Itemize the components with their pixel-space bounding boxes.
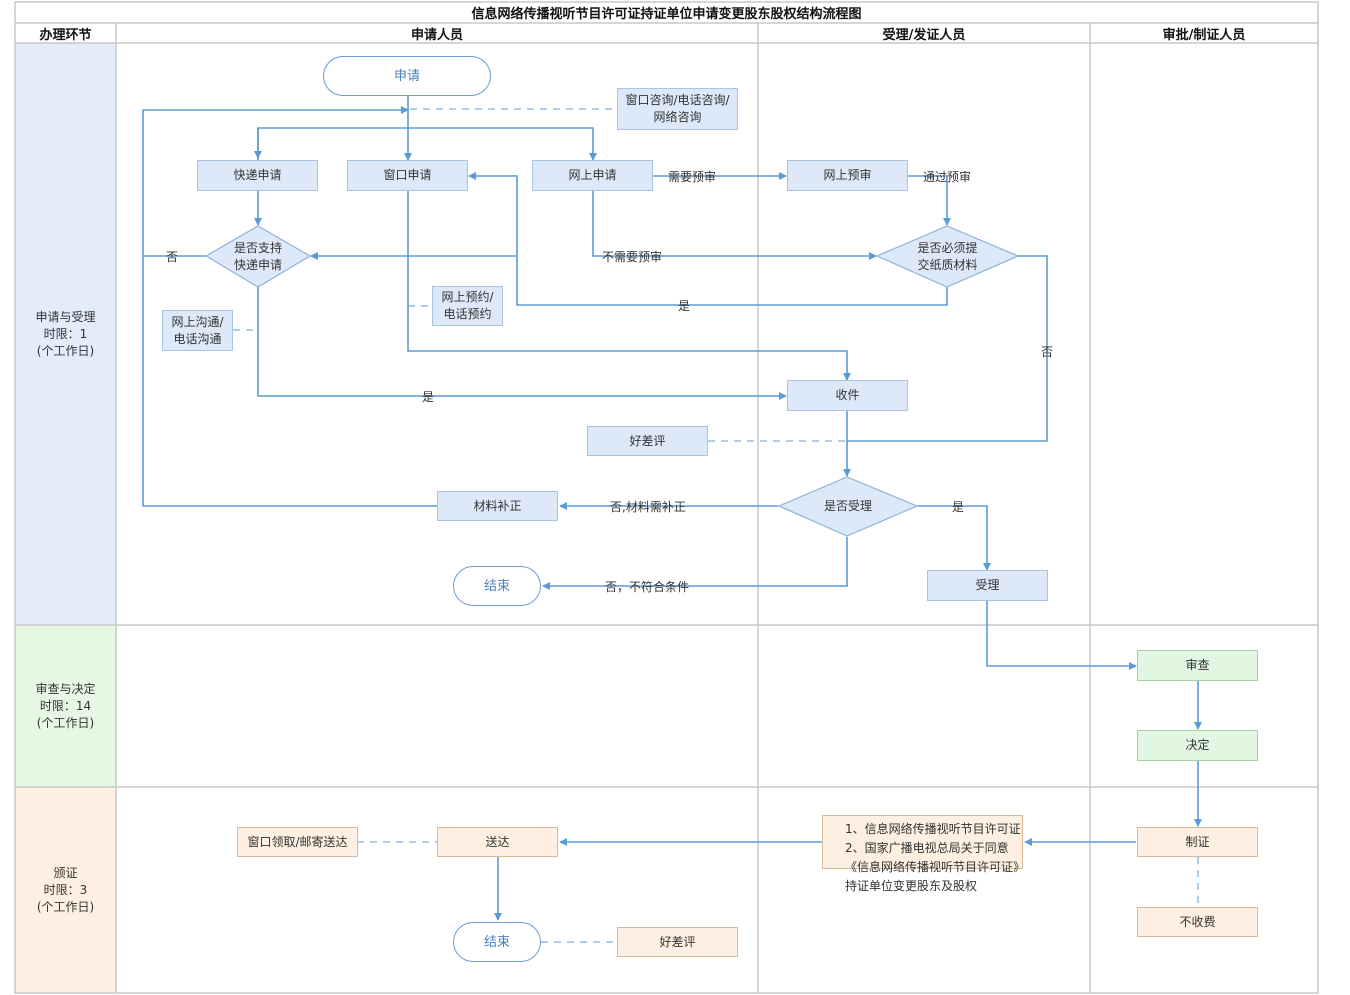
consult-box: 窗口咨询/电话咨询/ 网络咨询: [617, 88, 738, 130]
paper-required-label: 是否必须提 交纸质材料: [917, 240, 978, 272]
diamond-accept-decision: [777, 476, 919, 537]
edge-label-need-precheck: 需要预审: [668, 170, 717, 184]
online-apply-box: 网上申请: [532, 160, 653, 191]
column-header-approver: 审批/制证人员: [1162, 27, 1246, 43]
decide-box: 决定: [1137, 730, 1258, 761]
edge-label-pass-precheck: 通过预审: [923, 170, 972, 184]
online-appointment-box: 网上预约/ 电话预约: [432, 286, 503, 326]
lane-label-apply: 申请与受理 时限：1 (个工作日): [35, 309, 96, 358]
express-apply-box: 快递申请: [197, 160, 318, 191]
result-documents-box: 1、信息网络传播视听节目许可证 2、国家广播电视总局关于同意《信息网络传播视听节…: [822, 815, 1023, 893]
lane-label-certificate: 颁证 时限：3 (个工作日): [36, 865, 95, 914]
window-apply-box: 窗口申请: [347, 160, 468, 191]
rating-box-1: 好差评: [587, 426, 708, 456]
lane-label-review: 审查与决定 时限：14 (个工作日): [35, 681, 96, 730]
page-title: 信息网络传播视听节目许可证持证单位申请变更股东股权结构流程图: [471, 7, 862, 22]
deliver-box: 送达: [437, 827, 558, 857]
accept-decision-label: 是否受理: [823, 499, 872, 513]
column-header-applicant: 申请人员: [410, 27, 463, 43]
lane-bg-review: [15, 625, 116, 787]
make-certificate-box: 制证: [1137, 827, 1258, 857]
review-box: 审查: [1137, 650, 1258, 681]
column-header-stage: 办理环节: [39, 27, 92, 43]
online-communication-box: 网上沟通/ 电话沟通: [162, 310, 233, 351]
rating-box-2: 好差评: [617, 927, 738, 957]
lane-bg-certificate: [15, 787, 116, 993]
edge-label-no-express: 否: [166, 250, 179, 264]
edge-label-yes-paper: 是: [678, 299, 691, 313]
edge-label-no-precheck: 不需要预审: [602, 250, 663, 264]
edge-label-yes-accept: 是: [952, 500, 965, 514]
accept-box: 受理: [927, 570, 1048, 601]
edge-label-need-supplement: 否,材料需补正: [610, 500, 686, 514]
edge-label-no-paper: 否: [1041, 345, 1054, 359]
express-supported-label: 是否支持 快递申请: [233, 240, 282, 272]
diamond-paper-required: [875, 225, 1020, 288]
edge-label-yes-express: 是: [422, 390, 435, 404]
edge-label-not-qualified: 否，不符合条件: [605, 580, 690, 594]
lane-bg-apply: [15, 43, 116, 625]
diamond-express-supported: [204, 225, 312, 288]
end-terminal-2: 结束: [453, 922, 541, 962]
receive-box: 收件: [787, 380, 908, 411]
pickup-box: 窗口领取/邮寄送达: [237, 827, 358, 857]
end-terminal-1: 结束: [453, 566, 541, 606]
start-terminal: 申请: [323, 56, 491, 96]
online-precheck-box: 网上预审: [787, 160, 908, 191]
supplement-box: 材料补正: [437, 491, 558, 521]
column-header-acceptor: 受理/发证人员: [882, 27, 966, 43]
no-fee-box: 不收费: [1137, 907, 1258, 937]
